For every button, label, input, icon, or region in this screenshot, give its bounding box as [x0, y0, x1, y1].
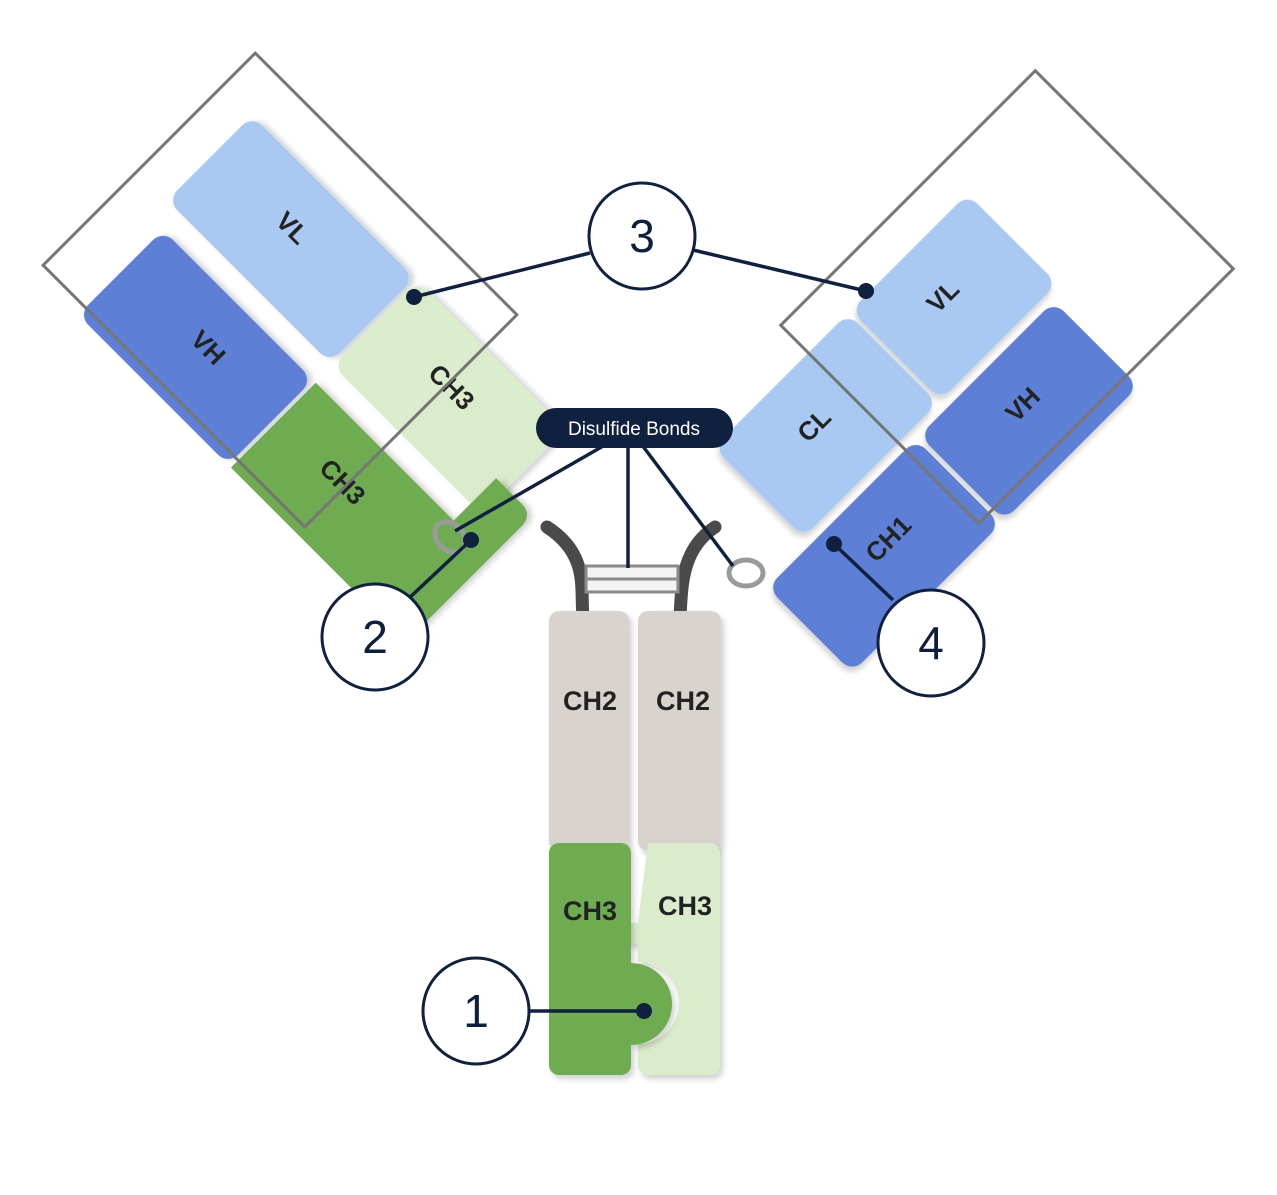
left-ch3-dark-domain [230, 382, 528, 637]
right-cl-domain [719, 319, 932, 532]
left-vl-domain [173, 121, 409, 358]
callout-3: 3 [587, 181, 697, 291]
right-arm: VL VH CL CH1 [719, 199, 1133, 667]
left-vh-domain [83, 235, 308, 459]
callout-2-number: 2 [362, 611, 388, 663]
ch3-stem-left-label: CH3 [563, 896, 617, 926]
ch2-right-domain [638, 611, 721, 851]
ch3-stem-right-label: CH3 [658, 891, 712, 921]
callout-dots [406, 283, 874, 1019]
right-vl-domain [856, 199, 1052, 395]
right-disulfide-ring [726, 557, 766, 589]
callout-lines [405, 248, 895, 1013]
hinge-region [540, 520, 722, 622]
ch3-stem-right-domain [628, 843, 720, 1075]
right-vh-domain [925, 307, 1133, 515]
left-fab-box [40, 50, 520, 530]
disulfide-bonds-text: Disulfide Bonds [568, 419, 700, 440]
ch2-left-label: CH2 [563, 686, 617, 716]
ch2-left-domain [549, 611, 629, 851]
callout-4-number: 4 [918, 617, 944, 669]
ch2-right-label: CH2 [656, 686, 710, 716]
callout-4: 4 [876, 588, 986, 698]
stem: CH2 CH2 CH3 CH3 [549, 611, 721, 1075]
right-ch1-domain [773, 444, 995, 667]
callout-3-number: 3 [629, 210, 655, 262]
right-fab-box [778, 68, 1236, 526]
left-ch3-light-domain [338, 286, 561, 509]
callout-2: 2 [320, 582, 430, 692]
callout-1: 1 [421, 956, 531, 1066]
disulfide-bonds-label: Disulfide Bonds [536, 408, 733, 448]
left-arm: VL VH CH3 CH3 [83, 121, 561, 637]
callout-1-number: 1 [463, 985, 489, 1037]
